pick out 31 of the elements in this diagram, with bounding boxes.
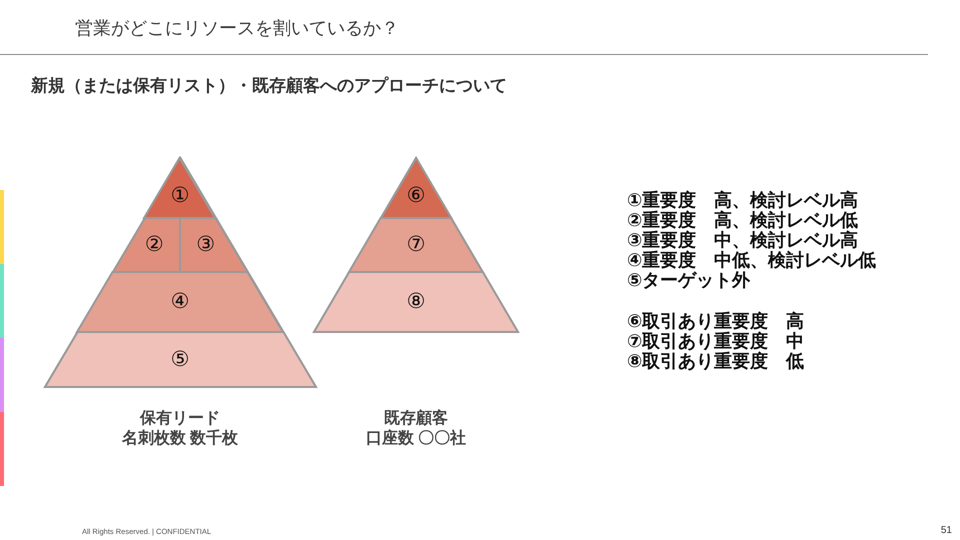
key-item: ⑦取引あり重要度 中 [627, 331, 804, 351]
pyramid-tier [77, 272, 283, 332]
key-item: ④重要度 中低、検討レベル低 [627, 250, 876, 270]
pyramid-tier [144, 158, 216, 218]
subtitle: 新規（または保有リスト）・既存顧客へのアプローチについて [31, 75, 507, 97]
pyramid-caption: 名刺枚数 数千枚 [122, 429, 238, 449]
pyramid-tier [380, 158, 452, 218]
key-item: ⑤ターゲット外 [627, 270, 750, 290]
page-number: 51 [940, 524, 952, 538]
pyramid-caption: 保有リード [140, 409, 220, 429]
pyramid [44, 158, 316, 387]
slide-title: 営業がどこにリソースを割いているか？ [75, 17, 399, 40]
tier-number: ⑧ [406, 290, 426, 314]
key-item: ⑧取引あり重要度 低 [627, 351, 804, 371]
key-item: ⑥取引あり重要度 高 [627, 311, 804, 331]
pyramid-tier [44, 332, 316, 387]
key-item: ②重要度 高、検討レベル低 [627, 210, 858, 230]
tier-number: ① [170, 184, 190, 208]
tier-number: ⑥ [406, 184, 426, 208]
tier-number: ③ [196, 233, 216, 257]
tier-number: ④ [170, 290, 190, 314]
key-item: ①重要度 高、検討レベル高 [627, 190, 858, 210]
tier-number: ⑤ [170, 348, 190, 372]
pyramid-caption: 既存顧客 [384, 409, 448, 429]
pyramid-caption: 口座数 〇〇社 [366, 429, 466, 449]
pyramid-tier [314, 272, 518, 332]
key-item: ③重要度 中、検討レベル高 [627, 230, 858, 250]
tier-number: ⑦ [406, 233, 426, 257]
pyramid-tier [349, 218, 483, 272]
tier-number: ② [144, 233, 164, 257]
pyramid [314, 158, 518, 332]
